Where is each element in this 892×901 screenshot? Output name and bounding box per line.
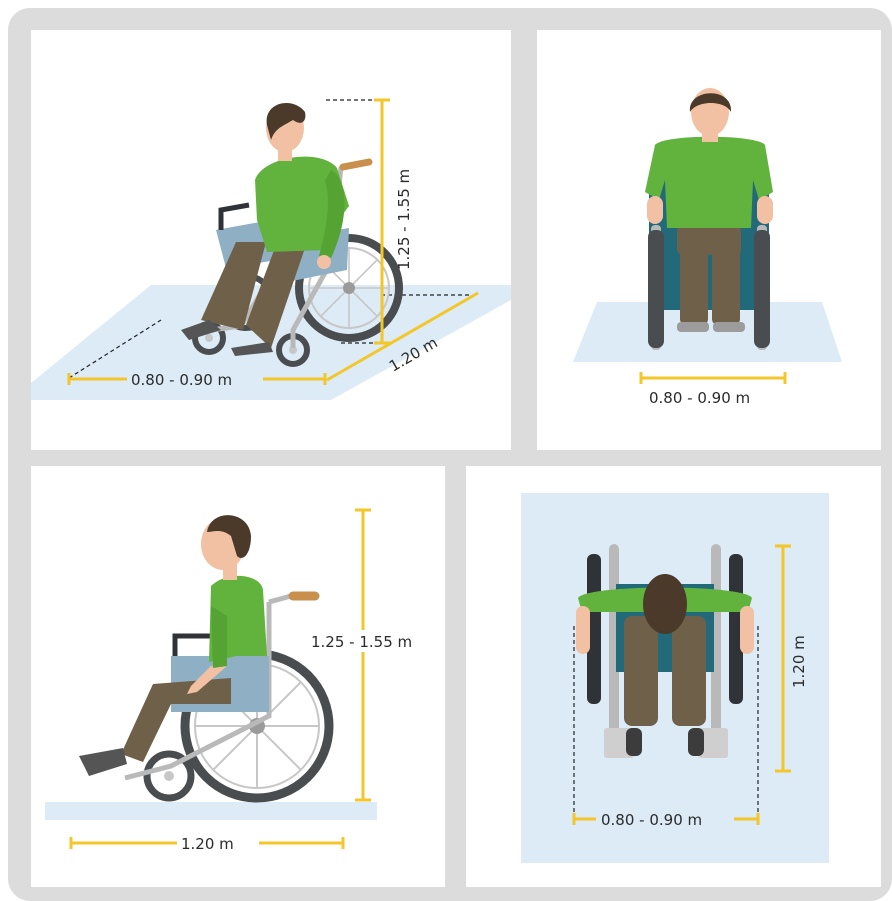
width-label: 0.80 - 0.90 m [131,371,232,389]
panel-side-view: 1.25 - 1.55 m 1.20 m [31,466,445,887]
right-wheel [754,230,770,348]
length-label: 1.20 m [181,835,234,853]
height-label: 1.25 - 1.55 m [395,169,413,270]
width-dimension-line [641,372,785,384]
height-dimension-line [355,510,371,800]
height-label: 1.25 - 1.55 m [311,633,412,651]
width-label: 0.80 - 0.90 m [601,811,702,829]
panel-top-view: 1.20 m 0.80 - 0.90 m [466,466,881,887]
head-top [643,574,687,634]
perspective-illustration: 1.25 - 1.55 m 1.20 m 0.80 - 0.90 m [31,30,511,450]
shoe [677,322,709,332]
side-illustration: 1.25 - 1.55 m 1.20 m [31,466,445,887]
shoe [688,728,704,756]
panel-front-view: 0.80 - 0.90 m [537,30,881,450]
shoe [79,748,127,776]
length-label: 1.20 m [790,635,808,688]
panel-perspective-view: 1.25 - 1.55 m 1.20 m 0.80 - 0.90 m [31,30,511,450]
top-illustration: 1.20 m 0.80 - 0.90 m [466,466,881,887]
front-illustration: 0.80 - 0.90 m [537,30,881,450]
width-label: 0.80 - 0.90 m [649,389,750,407]
left-wheel [648,230,664,348]
push-handle [343,162,369,167]
shoe [713,322,745,332]
floor-area [45,802,377,820]
shoe [626,728,642,756]
